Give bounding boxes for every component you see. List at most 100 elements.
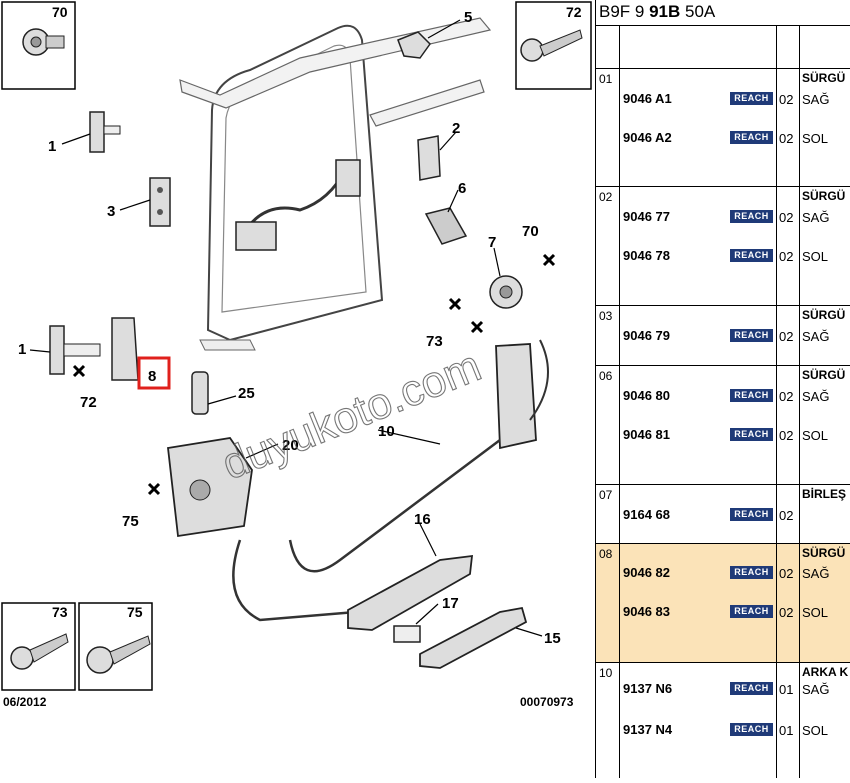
part-6-bumper[interactable]: [424, 207, 468, 245]
side: SOL: [802, 723, 829, 738]
part-10-rear-lock[interactable]: [495, 343, 537, 450]
callout-6[interactable]: 6: [458, 180, 466, 197]
group-description: SÜRGÜ: [802, 546, 846, 560]
part-number[interactable]: 9046 83: [623, 604, 670, 619]
callout-73[interactable]: 73: [426, 333, 443, 350]
callout-10[interactable]: 10: [378, 423, 395, 440]
part-8-striker-bracket[interactable]: [111, 317, 139, 381]
part-number[interactable]: 9046 82: [623, 565, 670, 580]
callout-1-lower[interactable]: 1: [18, 341, 26, 358]
quantity: 02: [779, 508, 794, 523]
callout-3[interactable]: 3: [107, 203, 115, 220]
part-17-gasket[interactable]: [393, 625, 421, 643]
part-20-door-lock[interactable]: [167, 437, 253, 538]
inset-label: 75: [127, 604, 143, 620]
part-1-striker-upper[interactable]: [89, 111, 121, 153]
group-description: BİRLEŞ: [802, 487, 847, 501]
screw-70-marker[interactable]: [542, 253, 556, 267]
group-description: SÜRGÜ: [802, 189, 846, 203]
side: SOL: [802, 131, 829, 146]
part-16-handle-bracket[interactable]: [347, 554, 474, 631]
part-1-striker-lower[interactable]: [49, 325, 101, 375]
reach-badge: REACH: [730, 389, 773, 402]
inset-box-72[interactable]: 72: [515, 1, 592, 90]
part-2-bracket[interactable]: [417, 135, 441, 181]
side: SAĞ: [802, 389, 830, 404]
part-number[interactable]: 9164 68: [623, 507, 670, 522]
callout-7[interactable]: 7: [488, 234, 496, 251]
callout-17[interactable]: 17: [442, 595, 459, 612]
part-number[interactable]: 9046 A1: [623, 91, 672, 106]
callout-15[interactable]: 15: [544, 630, 561, 647]
part-number[interactable]: 9046 79: [623, 328, 670, 343]
part-number[interactable]: 9046 81: [623, 427, 670, 442]
column-divider: [619, 26, 620, 778]
part-7-roller-bracket[interactable]: [489, 275, 523, 309]
column-divider: [799, 26, 800, 778]
screw-73-marker[interactable]: [470, 320, 484, 334]
callout-75[interactable]: 75: [122, 513, 139, 530]
inset-box-73[interactable]: 73: [1, 602, 76, 691]
table-row[interactable]: 9164 68 REACH 02: [596, 505, 850, 525]
screw-75-marker[interactable]: [147, 482, 161, 496]
group-description: SÜRGÜ: [802, 368, 846, 382]
part-number[interactable]: 9046 77: [623, 209, 670, 224]
part-3-striker-plate[interactable]: [149, 177, 171, 227]
quantity: 02: [779, 131, 794, 146]
part-number[interactable]: 9046 A2: [623, 130, 672, 145]
quantity: 02: [779, 566, 794, 581]
callout-70[interactable]: 70: [522, 223, 539, 240]
group-description: SÜRGÜ: [802, 308, 846, 322]
callout-20[interactable]: 20: [282, 437, 299, 454]
part-5-guide-roller[interactable]: [397, 31, 431, 59]
group-index: 07: [599, 488, 613, 502]
callout-8-highlighted[interactable]: 8: [137, 356, 171, 390]
inset-box-75[interactable]: 75: [78, 602, 153, 691]
callout-2[interactable]: 2: [452, 120, 460, 137]
callout-16[interactable]: 16: [414, 511, 431, 528]
callout-1-upper[interactable]: 1: [48, 138, 56, 155]
part-number[interactable]: 9046 78: [623, 248, 670, 263]
part-15-outer-handle[interactable]: [419, 606, 528, 669]
door-lock-mechanism: [235, 159, 361, 251]
part-number[interactable]: 9046 80: [623, 388, 670, 403]
screw-73-marker[interactable]: [448, 297, 462, 311]
part-25-lock-cover[interactable]: [191, 371, 209, 415]
screw-72-marker[interactable]: [72, 364, 86, 378]
diagram-date: 06/2012: [3, 695, 47, 709]
part-group-07[interactable]: 07 BİRLEŞ 9164 68 REACH 02: [596, 484, 850, 543]
callout-8-label: 8: [148, 368, 156, 385]
callout-72[interactable]: 72: [80, 394, 97, 411]
callout-5[interactable]: 5: [464, 9, 472, 26]
part-number[interactable]: 9137 N6: [623, 681, 673, 696]
callout-labels: 1 2 3 5 6 7 70 73 1 72 25 20 10 75 16 17…: [18, 9, 561, 647]
side: SAĞ: [802, 566, 830, 581]
part-number[interactable]: 9137 N4: [623, 722, 673, 737]
diagram-ref-number: 00070973: [520, 695, 574, 709]
group-index: 08: [599, 547, 613, 561]
reach-badge: REACH: [730, 508, 773, 521]
header-suffix: 50A: [685, 2, 716, 21]
control-cables: [232, 339, 549, 622]
inset-box-70[interactable]: 70: [1, 1, 76, 90]
callout-25[interactable]: 25: [238, 385, 255, 402]
reach-badge: REACH: [730, 92, 773, 105]
